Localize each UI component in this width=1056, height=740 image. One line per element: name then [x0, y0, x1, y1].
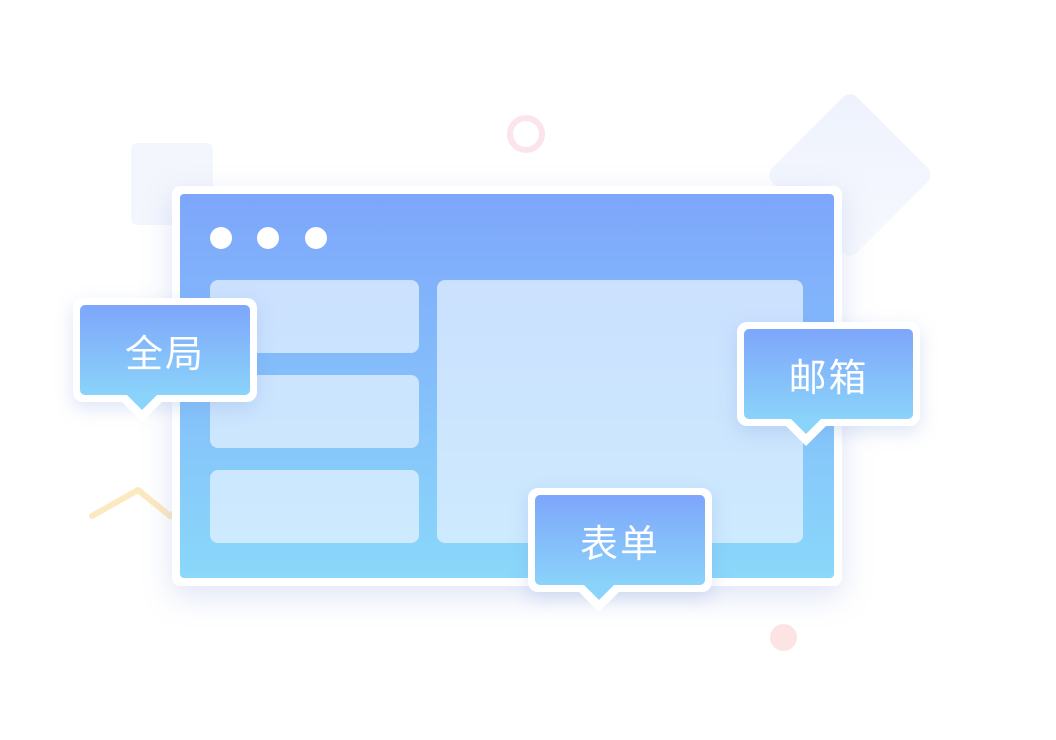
tag-global-pointer-fill	[127, 395, 157, 410]
sidebar-panel-3	[210, 470, 419, 543]
tag-mailbox-label: 邮箱	[744, 329, 913, 419]
window-dot-1	[210, 227, 232, 249]
browser-window-body	[180, 194, 834, 578]
tag-form-label: 表单	[535, 495, 705, 585]
window-dot-3	[305, 227, 327, 249]
tag-mailbox-pointer-fill	[791, 419, 821, 434]
tag-global: 全局	[73, 298, 257, 422]
tag-global-label: 全局	[80, 305, 250, 395]
decorative-dot	[770, 624, 797, 651]
tag-form-pointer-fill	[584, 585, 614, 600]
tag-mailbox: 邮箱	[737, 322, 920, 446]
window-dot-2	[257, 227, 279, 249]
tag-form: 表单	[528, 488, 712, 612]
decorative-ring	[507, 115, 545, 153]
